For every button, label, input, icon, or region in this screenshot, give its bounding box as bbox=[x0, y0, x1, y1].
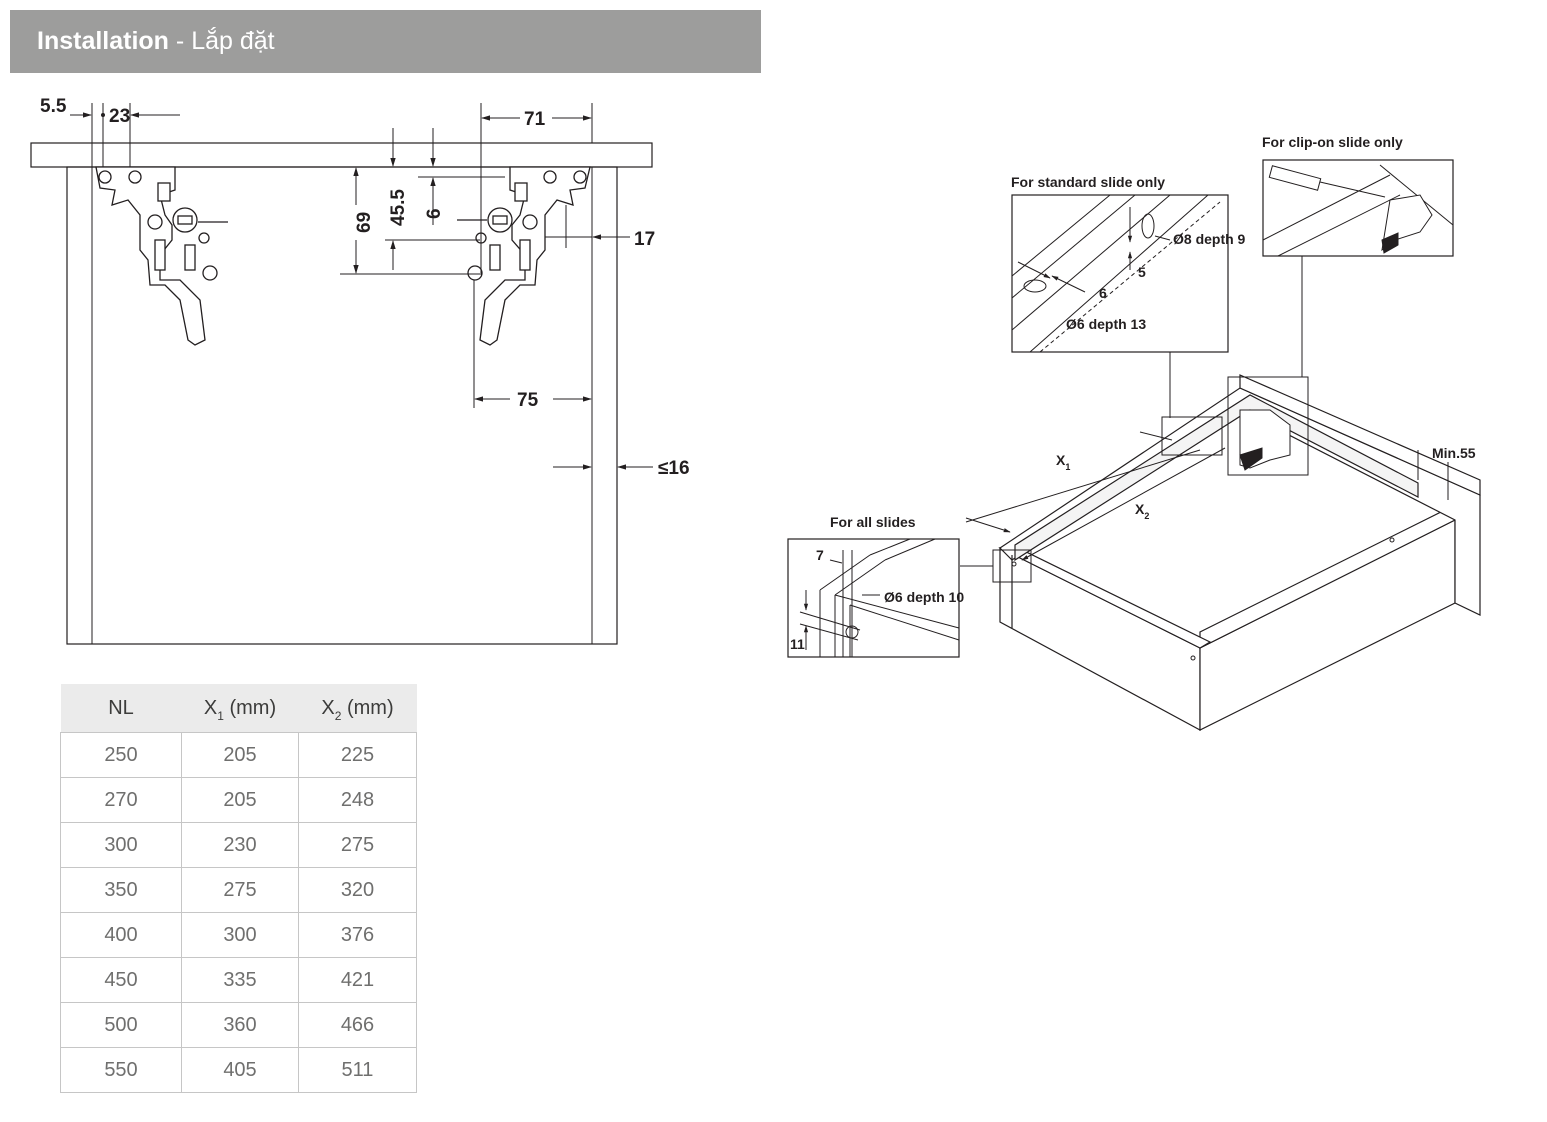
cell-x2: 248 bbox=[298, 777, 417, 823]
cell-x2: 320 bbox=[298, 867, 417, 913]
cell-nl: 270 bbox=[60, 777, 182, 823]
cell-nl: 500 bbox=[60, 1002, 182, 1048]
standard-hole-8: Ø8 depth 9 bbox=[1173, 231, 1246, 247]
dim-71: 71 bbox=[524, 109, 546, 130]
dim-16: ≤16 bbox=[658, 458, 690, 479]
cell-x1: 335 bbox=[181, 957, 299, 1003]
standard-dim-5: 5 bbox=[1138, 264, 1146, 280]
dim-45-5: 45.5 bbox=[388, 189, 409, 226]
dim-75: 75 bbox=[517, 390, 539, 411]
standard-dim-6: 6 bbox=[1099, 285, 1107, 301]
cell-x1: 230 bbox=[181, 822, 299, 868]
standard-slide-inset: For standard slide only Ø8 depth 9 5 6 Ø… bbox=[1011, 174, 1246, 353]
front-view-drawing: 5.5 23 71 69 45.5 6 17 75 ≤16 bbox=[30, 96, 690, 645]
cell-x2: 376 bbox=[298, 912, 417, 958]
standard-title: For standard slide only bbox=[1011, 174, 1165, 190]
header-nl: NL bbox=[60, 684, 182, 733]
right-mechanism bbox=[457, 166, 591, 346]
all-hole: Ø6 depth 10 bbox=[884, 589, 964, 605]
label-x1: X1 bbox=[1056, 452, 1070, 472]
clip-on-inset: For clip-on slide only bbox=[1262, 134, 1454, 257]
cell-x2: 275 bbox=[298, 822, 417, 868]
isometric-drawing: For standard slide only Ø8 depth 9 5 6 Ø… bbox=[787, 134, 1481, 732]
cell-x1: 360 bbox=[181, 1002, 299, 1048]
table-header-row: NL X1 (mm) X2 (mm) bbox=[60, 684, 417, 733]
label-min-55: Min.55 bbox=[1432, 445, 1476, 461]
cell-nl: 300 bbox=[60, 822, 182, 868]
section-title: Installation - Lắp đặt bbox=[37, 27, 275, 55]
cell-nl: 400 bbox=[60, 912, 182, 958]
cell-x1: 205 bbox=[181, 777, 299, 823]
cell-x2: 421 bbox=[298, 957, 417, 1003]
dim-69: 69 bbox=[354, 212, 375, 233]
cell-x2: 511 bbox=[298, 1047, 417, 1093]
label-x2: X2 bbox=[1135, 501, 1149, 521]
header-x1: X1 (mm) bbox=[181, 684, 299, 733]
dim-6: 6 bbox=[424, 208, 445, 219]
all-title: For all slides bbox=[830, 514, 916, 530]
header-x2: X2 (mm) bbox=[298, 684, 417, 733]
cell-x1: 300 bbox=[181, 912, 299, 958]
cell-nl: 250 bbox=[60, 732, 182, 778]
dim-5-5: 5.5 bbox=[40, 96, 67, 117]
all-dim-7: 7 bbox=[816, 547, 824, 563]
cell-x1: 405 bbox=[181, 1047, 299, 1093]
left-mechanism bbox=[95, 166, 228, 346]
cell-x1: 275 bbox=[181, 867, 299, 913]
dim-23: 23 bbox=[109, 106, 130, 127]
cell-x1: 205 bbox=[181, 732, 299, 778]
cell-nl: 350 bbox=[60, 867, 182, 913]
all-slides-inset: For all slides 7 11 Ø6 depth 10 bbox=[787, 514, 964, 658]
cell-x2: 466 bbox=[298, 1002, 417, 1048]
clip-title: For clip-on slide only bbox=[1262, 134, 1403, 150]
cell-x2: 225 bbox=[298, 732, 417, 778]
dim-17: 17 bbox=[634, 229, 655, 250]
standard-hole-6: Ø6 depth 13 bbox=[1066, 316, 1146, 332]
cell-nl: 450 bbox=[60, 957, 182, 1003]
all-dim-11: 11 bbox=[790, 636, 805, 652]
cell-nl: 550 bbox=[60, 1047, 182, 1093]
section-header: Installation - Lắp đặt bbox=[10, 10, 761, 73]
